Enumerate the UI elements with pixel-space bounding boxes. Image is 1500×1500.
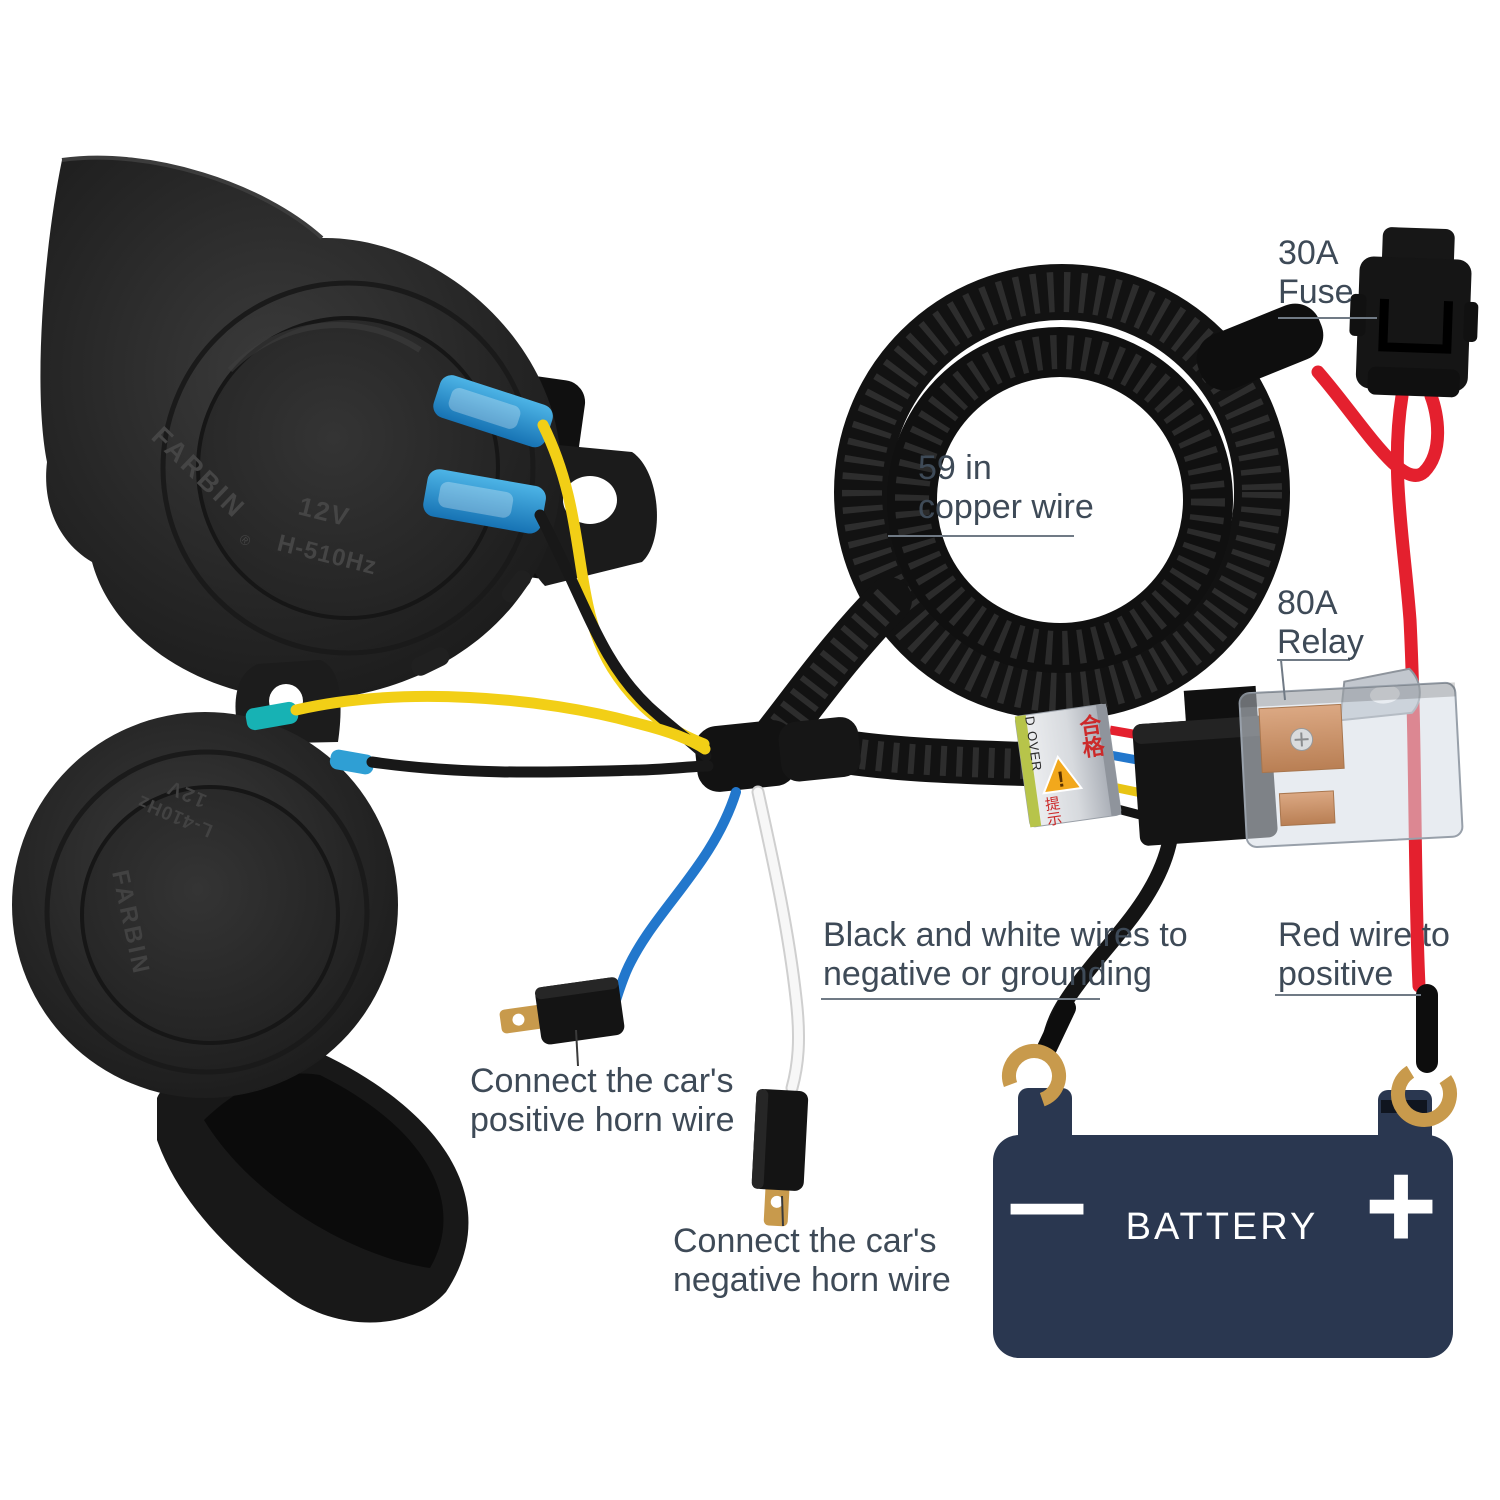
band-notice-text: 提示 bbox=[1041, 794, 1064, 828]
horn-cover-disc bbox=[198, 318, 498, 618]
relay bbox=[1238, 681, 1464, 848]
label-grounding: Black and white wires to negative or gro… bbox=[823, 916, 1188, 993]
ring-terminals bbox=[1002, 984, 1457, 1127]
white-wire bbox=[753, 787, 803, 1093]
annotation-lines bbox=[575, 317, 1421, 1227]
relay-pointer bbox=[1280, 659, 1286, 701]
corrugated-wire-coil bbox=[752, 264, 1290, 761]
positive-horn-wire-connector bbox=[499, 977, 625, 1045]
battery: − + BATTERY bbox=[993, 1088, 1453, 1358]
high-tone-horn: FARBIN ® 12V H-510Hz bbox=[40, 155, 657, 704]
negative-horn-wire-connector bbox=[751, 1089, 809, 1227]
yellow-wire-low-horn bbox=[290, 691, 711, 755]
horn-trumpet-opening bbox=[204, 1073, 444, 1268]
label-copper-wire: 59 in copper wire bbox=[918, 449, 1094, 526]
negative-connector-pointer bbox=[781, 1195, 784, 1227]
warning-triangle-icon bbox=[1042, 754, 1084, 795]
battery-minus-symbol: − bbox=[1003, 1123, 1091, 1291]
fuse-holder bbox=[1349, 227, 1479, 398]
negative-heat-shrink bbox=[1037, 998, 1076, 1058]
blue-wire bbox=[607, 787, 741, 1015]
label-fuse: 30A Fuse bbox=[1278, 234, 1354, 311]
low-tone-horn: 12V L-410Hz FARBIN bbox=[12, 660, 469, 1323]
horn-crimp-connector-bottom bbox=[423, 469, 546, 534]
horn-crimp-connector-yellow bbox=[245, 701, 299, 731]
black-wire-low-horn bbox=[366, 756, 714, 778]
battery-body bbox=[993, 1135, 1453, 1358]
ring-terminal-positive bbox=[1391, 1061, 1457, 1127]
label-horn-positive: Connect the car's positive horn wire bbox=[470, 1062, 735, 1139]
positive-connector-pointer bbox=[575, 1029, 579, 1067]
relay-copper-tab bbox=[1278, 790, 1336, 827]
horn-wires bbox=[290, 419, 714, 778]
battery-plus-symbol: + bbox=[1365, 1137, 1438, 1276]
harness-boot bbox=[694, 717, 861, 792]
fuse-circuit bbox=[1196, 227, 1479, 993]
label-horn-negative: Connect the car's negative horn wire bbox=[673, 1222, 951, 1299]
band-qualified-text: 合格 bbox=[1075, 712, 1106, 760]
heat-shrink-junction bbox=[1196, 303, 1324, 391]
relay-harness: ! bbox=[694, 667, 1464, 1050]
ring-terminal-negative bbox=[1002, 1044, 1066, 1108]
coil-tail-to-harness bbox=[752, 577, 912, 761]
battery-label: BATTERY bbox=[1126, 1206, 1319, 1248]
corrugated-tube bbox=[823, 730, 1048, 786]
output-wires bbox=[499, 785, 809, 1227]
warning-mark: ! bbox=[1056, 766, 1067, 792]
horn-cover-disc bbox=[82, 787, 338, 1043]
inspection-band: ! bbox=[1014, 703, 1122, 828]
label-relay: 80A Relay bbox=[1277, 584, 1364, 661]
red-wire-fuse-loop bbox=[1311, 365, 1445, 482]
horn-crimp-connector-black bbox=[329, 749, 375, 775]
label-red-positive: Red wire to positive bbox=[1278, 916, 1450, 993]
battery-negative-terminal bbox=[1018, 1088, 1072, 1146]
horn-crimp-connector-top bbox=[433, 375, 553, 448]
red-wire-to-battery bbox=[1390, 389, 1426, 993]
